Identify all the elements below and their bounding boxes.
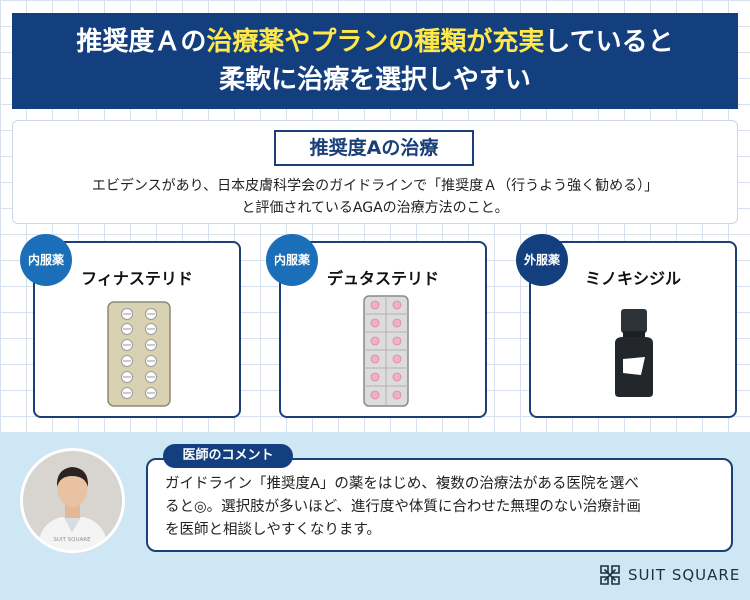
definition-line-1: エビデンスがあり、日本皮膚科学会のガイドラインで「推奨度Ａ（行うよう強く勧める）… [91, 178, 659, 194]
definition-title: 推奨度Aの治療 [274, 130, 474, 166]
medicine-name: デュタステリド [326, 269, 439, 288]
topical-medicine-badge: 外服薬 [516, 234, 568, 286]
oral-medicine-badge: 内服薬 [266, 234, 318, 286]
comment-tag: 医師のコメント [163, 444, 293, 468]
bottle-icon [615, 309, 653, 397]
headline-line-2: 柔軟に治療を選択しやすい [219, 65, 531, 95]
headline-text: 推奨度Ａの [76, 27, 207, 57]
doctor-avatar: SUIT SQUARE [20, 448, 125, 553]
brand-logo: SUIT SQUARE [598, 562, 740, 588]
brand-name: SUIT SQUARE [628, 566, 741, 584]
headline-highlight: 治療薬やプランの種類が充実 [206, 27, 545, 57]
suit-square-logo-icon [600, 565, 620, 585]
headline-line-1: 推奨度Ａの治療薬やプランの種類が充実していると [12, 23, 738, 61]
comment-line-1: ガイドライン「推奨度A」の薬をはじめ、複数の治療法がある医院を選べ [165, 476, 639, 492]
oral-medicine-badge: 内服薬 [20, 234, 72, 286]
blister-pack-icon [107, 301, 171, 407]
headline-banner: 推奨度Ａの治療薬やプランの種類が充実していると 柔軟に治療を選択しやすい [12, 13, 738, 109]
comment-text: ガイドライン「推奨度A」の薬をはじめ、複数の治療法がある医院を選べ ると◎。選択… [165, 473, 725, 542]
medicine-name: フィナステリド [81, 269, 193, 288]
doctor-portrait-icon: SUIT SQUARE [23, 451, 122, 550]
definition-line-2: と評価されているAGAの治療方法のこと。 [241, 200, 509, 216]
capsule-pack-icon [363, 295, 409, 407]
comment-line-2: ると◎。選択肢が多いほど、進行度や体質に合わせた無理のない治療計画 [165, 499, 641, 515]
medicine-name: ミノキシジル [584, 269, 681, 288]
headline-text: していると [544, 27, 674, 57]
comment-line-3: を医師と相談しやすくなります。 [165, 522, 381, 538]
comment-box [146, 458, 733, 552]
svg-text:SUIT SQUARE: SUIT SQUARE [53, 537, 91, 543]
definition-text: エビデンスがあり、日本皮膚科学会のガイドラインで「推奨度Ａ（行うよう強く勧める）… [12, 175, 738, 219]
